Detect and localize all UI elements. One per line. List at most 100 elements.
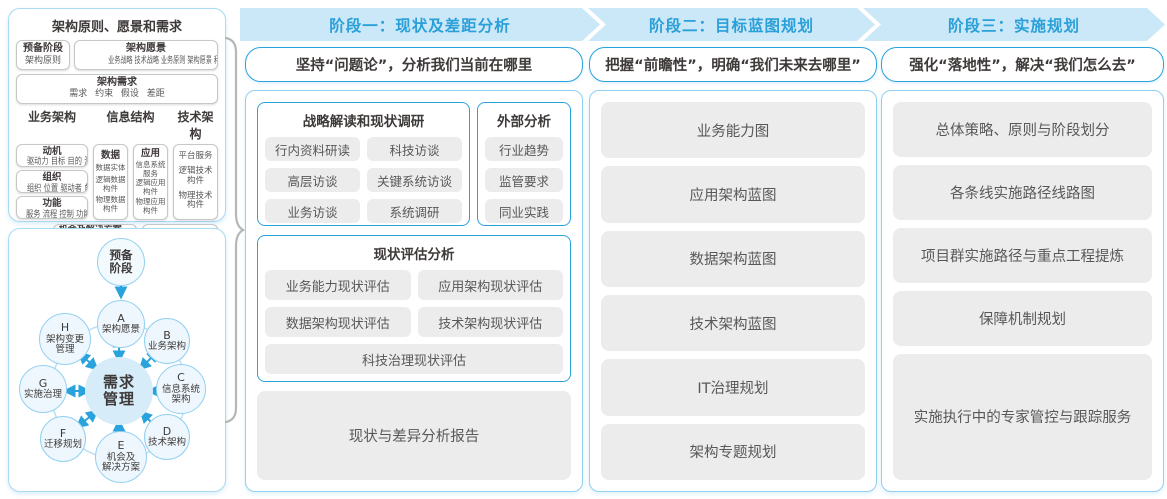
external-analysis-group: 外部分析 行业趋势 监管要求 同业实践 (477, 102, 571, 226)
node-letter: B (163, 328, 171, 342)
blueprint-item: 技术架构蓝图 (601, 294, 865, 352)
implementation-item: 保障机制规划 (893, 290, 1152, 346)
adm-cycle-panel: 预备 阶段 需求 管理 A 架构愿景 B 业务架构 C 信息系统 架构 D 技术… (8, 228, 226, 492)
node-label: 迁移规划 (43, 438, 82, 450)
phase3-banner: 阶段三：实施规划 (863, 8, 1165, 41)
node-label: 架构变更 管理 (45, 333, 84, 356)
data-title: 数据 (100, 149, 120, 161)
function-title: 功能 (42, 198, 62, 210)
phase1-subtitle: 坚持“问题论”，分析我们当前在哪里 (245, 47, 583, 82)
prep-phase-sub: 架构原则 (24, 55, 61, 66)
node-label: 实施治理 (23, 388, 62, 400)
assessment-chips: 业务能力现状评估 应用架构现状评估 数据架构现状评估 技术架构现状评估 科技治理… (265, 270, 563, 374)
data-column: 数据 数据实体 逻辑数据构件 物理数据构件 (93, 143, 128, 220)
organization-sub: 组织 位置 驱动者 角色 (26, 183, 87, 194)
assessment-chip: 科技治理现状评估 (265, 344, 563, 374)
technology-item: 物理技术构件 (178, 190, 213, 211)
prep-phase-circle: 预备 阶段 (97, 238, 145, 286)
blueprint-item: IT治理规划 (601, 359, 865, 416)
technology-arch-header: 技术架构 (177, 109, 214, 141)
data-item: 数据实体 (95, 163, 126, 173)
requirement-title: 架构需求 (97, 76, 137, 88)
research-chip: 业务访谈 (265, 199, 360, 223)
node-label: 架构愿景 (101, 323, 140, 335)
application-title: 应用 (140, 147, 160, 159)
requirement-box: 架构需求 需求 约束 假设 差距 (16, 73, 218, 104)
adm-node-c: C 信息系统 架构 (156, 364, 206, 414)
group-title: 外部分析 (497, 114, 551, 130)
node-letter: H (60, 321, 70, 335)
group-title: 战略解读和现状调研 (302, 114, 425, 130)
data-item: 物理数据构件 (95, 195, 126, 213)
adm-node-b: B 业务架构 (144, 318, 190, 364)
motivation-sub: 驱动力 目标 目的 测量 (26, 157, 87, 167)
adm-center-circle: 需求 管理 (85, 357, 153, 425)
adm-node-f: F 迁移规划 (40, 416, 86, 462)
node-letter: D (162, 424, 172, 438)
phase3-container: 总体策略、原则与阶段划分 各条线实施路径线路图 项目群实施路径与重点工程提炼 保… (881, 90, 1164, 492)
technology-item: 逻辑技术构件 (178, 165, 213, 186)
node-letter: E (117, 439, 125, 453)
gap-analysis-report-box: 现状与差异分析报告 (257, 391, 571, 480)
vision-title: 架构愿景 (126, 43, 166, 54)
blueprint-item: 数据架构蓝图 (601, 230, 865, 287)
external-chips: 行业趋势 监管要求 同业实践 (485, 137, 563, 223)
business-column: 动机 驱动力 目标 目的 测量 组织 组织 位置 驱动者 角色 功能 服务 流程… (16, 143, 88, 220)
function-box: 功能 服务 流程 控制 功能 (16, 196, 88, 220)
implementation-item: 总体策略、原则与阶段划分 (893, 102, 1152, 157)
external-chip: 同业实践 (485, 199, 563, 223)
node-letter: G (38, 376, 48, 390)
node-letter: A (117, 311, 125, 325)
node-letter: F (59, 426, 67, 440)
node-label: 技术架构 (147, 436, 186, 448)
application-item: 逻辑应用构件 (135, 178, 166, 197)
technology-column: 平台服务 逻辑技术构件 物理技术构件 (173, 143, 218, 220)
application-item: 信息系统服务 (135, 159, 166, 178)
research-chip: 系统调研 (367, 199, 462, 223)
vision-sub: 业务战略 技术战略 业务原则 架构愿景 利益相关者 (108, 55, 217, 66)
research-chips: 行内资料研读 科技访谈 高层访谈 关键系统访谈 业务访谈 系统调研 (265, 137, 462, 223)
adm-node-e: E 机会及 解决方案 (95, 431, 147, 483)
application-column: 应用 信息系统服务 逻辑应用构件 物理应用构件 (133, 143, 168, 220)
adm-node-d: D 技术架构 (144, 414, 190, 460)
phase2-container: 业务能力图 应用架构蓝图 数据架构蓝图 技术架构蓝图 IT治理规划 架构专题规划 (589, 90, 877, 492)
organization-title: 组织 (42, 171, 62, 183)
application-box: 应用 信息系统服务 逻辑应用构件 物理应用构件 (133, 143, 168, 220)
group-title: 现状评估分析 (373, 247, 455, 263)
blueprint-item: 架构专题规划 (601, 423, 865, 480)
motivation-box: 动机 驱动力 目标 目的 测量 (16, 143, 88, 167)
data-box: 数据 数据实体 逻辑数据构件 物理数据构件 (93, 143, 128, 220)
architecture-principles-panel: 架构原则、愿景和需求 预备阶段 架构原则 架构愿景 业务战略 技术战略 业务原则… (8, 8, 226, 260)
adm-node-g: G 实施治理 (19, 365, 67, 413)
strategy-research-group: 战略解读和现状调研 行内资料研读 科技访谈 高层访谈 关键系统访谈 业务访谈 系… (257, 102, 470, 226)
prep-phase-title: 预备阶段 (23, 43, 63, 54)
phase1-top-row: 战略解读和现状调研 行内资料研读 科技访谈 高层访谈 关键系统访谈 业务访谈 系… (257, 102, 571, 226)
function-sub: 服务 流程 控制 功能 (26, 210, 88, 220)
application-item: 物理应用构件 (135, 196, 166, 215)
node-label: 业务架构 (147, 340, 186, 352)
data-item: 逻辑数据构件 (95, 175, 126, 193)
phase1-container: 战略解读和现状调研 行内资料研读 科技访谈 高层访谈 关键系统访谈 业务访谈 系… (245, 90, 583, 492)
implementation-item: 实施执行中的专家管控与跟踪服务 (893, 353, 1152, 480)
prep-vision-row: 预备阶段 架构原则 架构愿景 业务战略 技术战略 业务原则 架构愿景 利益相关者 (16, 40, 218, 70)
technology-item: 平台服务 (178, 150, 213, 161)
phase2-subtitle: 把握“前瞻性”，明确“我们未来去哪里” (589, 47, 877, 82)
node-label: 信息系统 架构 (161, 383, 200, 406)
external-chip: 监管要求 (485, 168, 563, 192)
assessment-chip: 应用架构现状评估 (417, 270, 563, 300)
vision-box: 架构愿景 业务战略 技术战略 业务原则 架构愿景 利益相关者 (74, 40, 218, 70)
assessment-chip: 业务能力现状评估 (265, 270, 411, 300)
brace-icon (224, 36, 245, 424)
phase2-items: 业务能力图 应用架构蓝图 数据架构蓝图 技术架构蓝图 IT治理规划 架构专题规划 (601, 102, 865, 480)
organization-box: 组织 组织 位置 驱动者 角色 (16, 169, 88, 194)
requirement-sub: 需求 约束 假设 差距 (69, 89, 165, 100)
architecture-columns: 动机 驱动力 目标 目的 测量 组织 组织 位置 驱动者 角色 功能 服务 流程… (16, 143, 218, 220)
research-chip: 行内资料研读 (265, 137, 360, 161)
phase1-banner: 阶段一：现状及差距分析 (240, 8, 600, 41)
external-chip: 行业趋势 (485, 137, 563, 161)
assessment-chip: 数据架构现状评估 (265, 307, 411, 337)
research-chip: 高层访谈 (265, 168, 360, 192)
assessment-group: 现状评估分析 业务能力现状评估 应用架构现状评估 数据架构现状评估 技术架构现状… (257, 235, 571, 382)
business-arch-header: 业务架构 (27, 109, 76, 124)
